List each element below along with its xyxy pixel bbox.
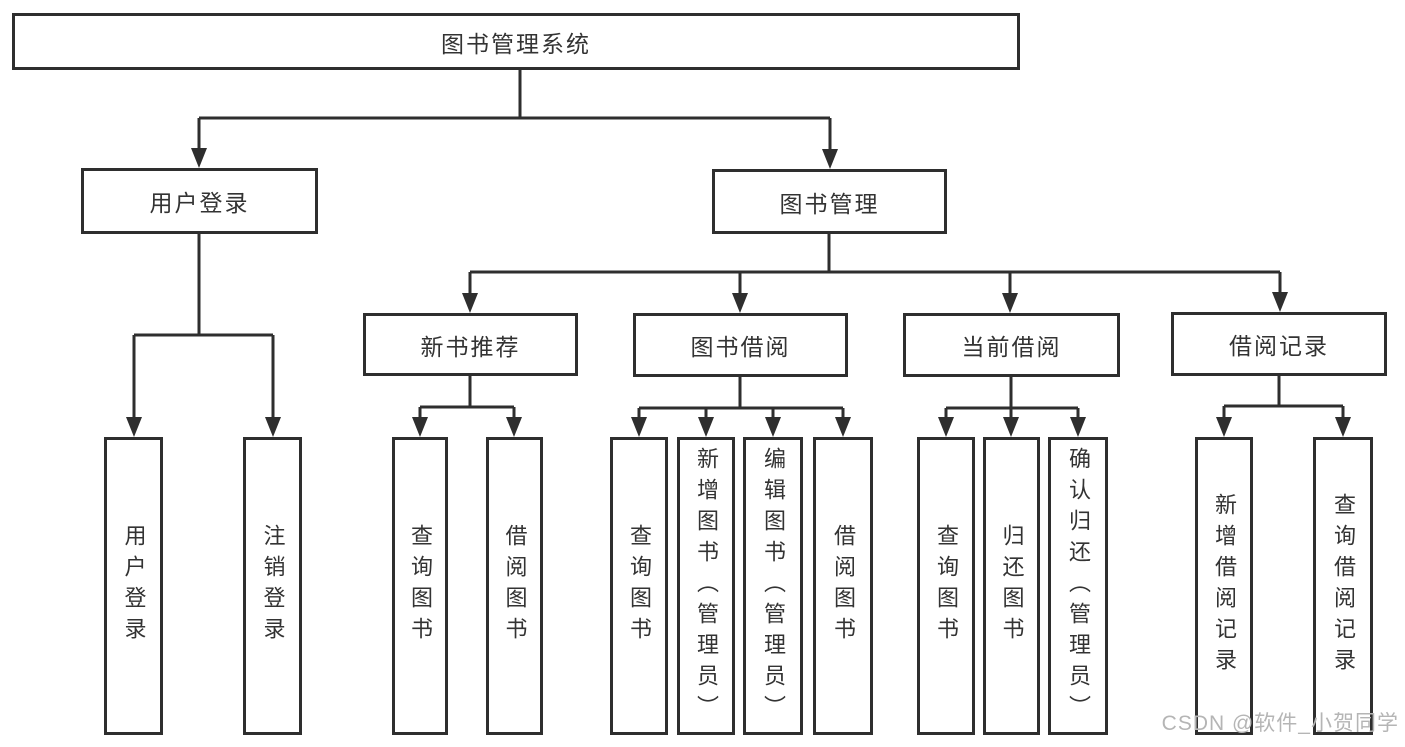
node-label: 图书管理	[779, 190, 880, 217]
node-label: 归还图书	[999, 524, 1025, 648]
node-label: 确认归还（管理员）	[1066, 446, 1091, 726]
node-label: 当前借阅	[961, 334, 1062, 360]
node-label: 新增图书（管理员）	[694, 446, 719, 726]
node-label: 图书借阅	[690, 334, 791, 360]
leaf-borrow-book: 借阅图书	[813, 437, 873, 735]
leaf-add-borrow-record: 新增借阅记录	[1195, 437, 1253, 735]
node-label: 借阅图书	[502, 524, 528, 648]
node-label: 编辑图书（管理员）	[761, 446, 786, 726]
node-user-login: 用户登录	[81, 168, 318, 234]
node-label: 查询借阅记录	[1331, 493, 1356, 679]
node-label: 注销登录	[260, 524, 286, 648]
node-label: 新增借阅记录	[1212, 493, 1237, 679]
leaf-confirm-return-admin: 确认归还（管理员）	[1048, 437, 1108, 735]
node-label: 查询图书	[934, 524, 959, 648]
arrowheads	[126, 148, 1351, 437]
node-new-book-recommend: 新书推荐	[363, 313, 578, 376]
node-label: 用户登录	[121, 524, 147, 648]
leaf-edit-book-admin: 编辑图书（管理员）	[743, 437, 803, 735]
node-current-borrow: 当前借阅	[903, 313, 1120, 377]
leaf-query-borrow-record: 查询借阅记录	[1313, 437, 1373, 735]
node-book-management: 图书管理	[712, 169, 947, 234]
node-label: 图书管理系统	[441, 30, 591, 57]
leaf-logout: 注销登录	[243, 437, 302, 735]
node-system-root: 图书管理系统	[12, 13, 1020, 70]
leaf-query-book-recommend: 查询图书	[392, 437, 448, 735]
node-label: 新书推荐	[420, 333, 521, 360]
node-book-borrow: 图书借阅	[633, 313, 848, 377]
csdn-watermark: CSDN @软件_小贺同学	[1161, 712, 1399, 735]
node-label: 查询图书	[408, 524, 433, 648]
leaf-return-book: 归还图书	[983, 437, 1040, 735]
node-borrow-records: 借阅记录	[1171, 312, 1387, 376]
leaf-user-login: 用户登录	[104, 437, 163, 735]
leaf-query-book-borrow: 查询图书	[610, 437, 668, 735]
node-label: 借阅图书	[831, 524, 856, 648]
node-label: 查询图书	[627, 524, 652, 648]
node-label: 用户登录	[149, 190, 250, 216]
leaf-add-book-admin: 新增图书（管理员）	[677, 437, 735, 735]
leaf-borrow-book-recommend: 借阅图书	[486, 437, 543, 735]
node-label: 借阅记录	[1229, 333, 1329, 359]
leaf-query-book-current: 查询图书	[917, 437, 975, 735]
